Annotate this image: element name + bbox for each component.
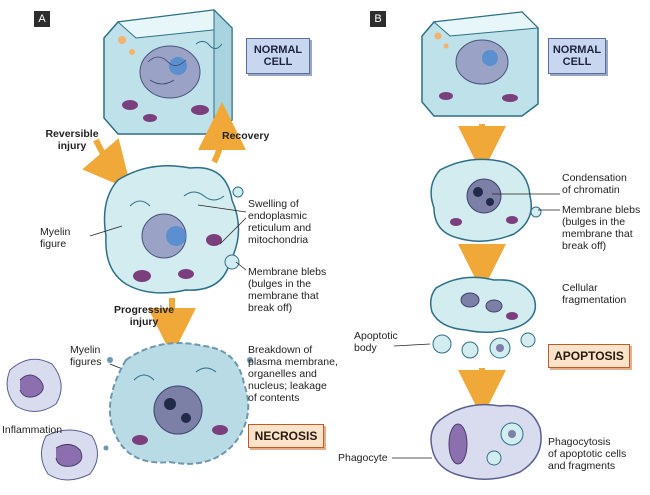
panel-letter-a: A [34,11,50,27]
normal-cell-box-b: NORMAL CELL [548,38,606,74]
fragmented-cell [429,276,537,359]
normal-cell-box-a: NORMAL CELL [246,38,310,74]
arrow-recovery [197,102,246,164]
membrane-blebs-label-a: Membrane blebs (bulges in the membrane t… [248,266,327,314]
condensation-label: Condensation of chromatin [562,172,627,196]
arrow-reversible-injury [82,138,132,191]
recovery-label: Recovery [222,130,270,142]
phagocytosis-label: Phagocytosis of apoptotic cells and frag… [548,436,627,472]
panel-letter-b: B [370,11,386,27]
pointer-lines-b [392,193,560,459]
necrosis-box: NECROSIS [248,424,324,448]
inflammatory-cells [6,358,98,481]
normal-cell-b [421,11,540,117]
membrane-blebs-label-b: Membrane blebs (bulges in the membrane t… [562,204,641,252]
phagocyte-label: Phagocyte [338,452,388,464]
apoptosis-box: APOPTOSIS [548,344,630,368]
myelin-figures-label: Myelin figures [70,344,102,368]
necrotic-cell [103,342,259,465]
swollen-cell [103,165,244,294]
apoptotic-body-label: Apoptotic body [354,330,398,354]
condensed-cell [430,158,542,242]
fragmentation-label: Cellular fragmentation [562,282,627,306]
breakdown-label: Breakdown of plasma membrane, organelles… [248,344,338,404]
myelin-figure-label: Myelin figure [40,226,71,250]
reversible-injury-label: Reversible injury [45,128,99,152]
inflammation-label: Inflammation [2,424,63,436]
normal-cell-a [103,8,234,136]
phagocyte-cell [430,403,542,480]
progressive-injury-label: Progressive injury [113,304,175,328]
swelling-label: Swelling of endoplasmic reticulum and mi… [248,198,312,246]
